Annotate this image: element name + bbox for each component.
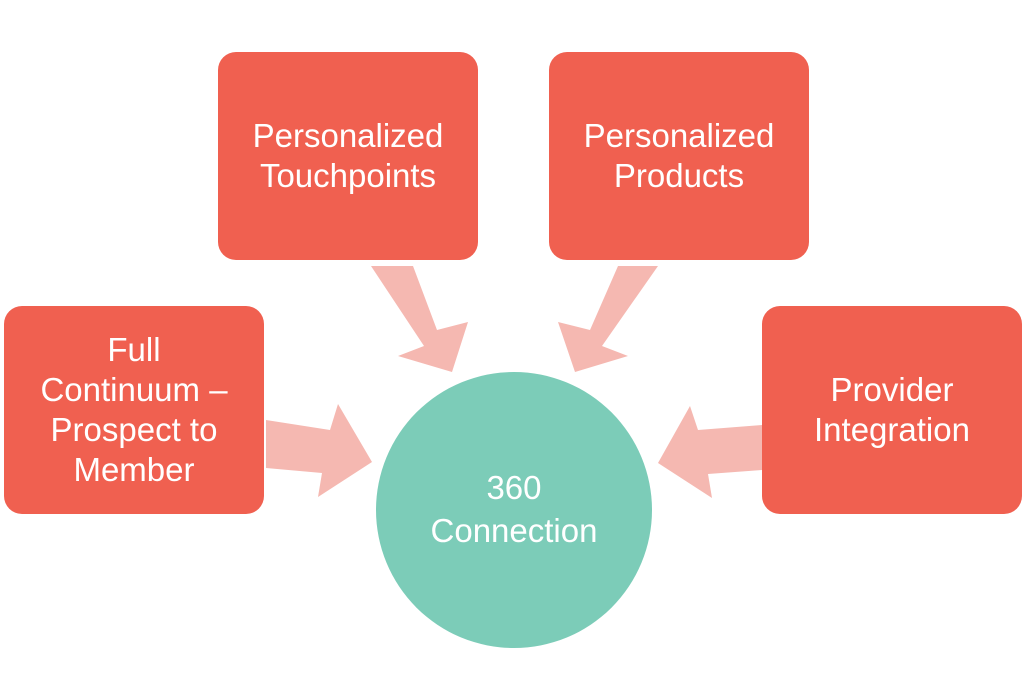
arrow-continuum-to-hub xyxy=(266,404,372,497)
arrow-touchpoints-to-hub xyxy=(371,266,468,372)
node-personalized-touchpoints: Personalized Touchpoints xyxy=(218,52,478,260)
node-label: Provider Integration xyxy=(814,370,970,448)
node-label: Full Continuum – Prospect to Member xyxy=(40,330,228,489)
arrow-products-to-hub xyxy=(558,266,658,372)
node-label: Personalized Touchpoints xyxy=(252,116,444,194)
hub-label: 360 Connection xyxy=(430,469,598,549)
node-provider-integration: Provider Integration xyxy=(762,306,1022,514)
node-label: Personalized Products xyxy=(583,116,775,194)
hub-360-connection: 360 Connection xyxy=(376,372,652,648)
node-personalized-products: Personalized Products xyxy=(549,52,809,260)
arrow-provider-to-hub xyxy=(658,406,762,498)
node-full-continuum: Full Continuum – Prospect to Member xyxy=(4,306,264,514)
